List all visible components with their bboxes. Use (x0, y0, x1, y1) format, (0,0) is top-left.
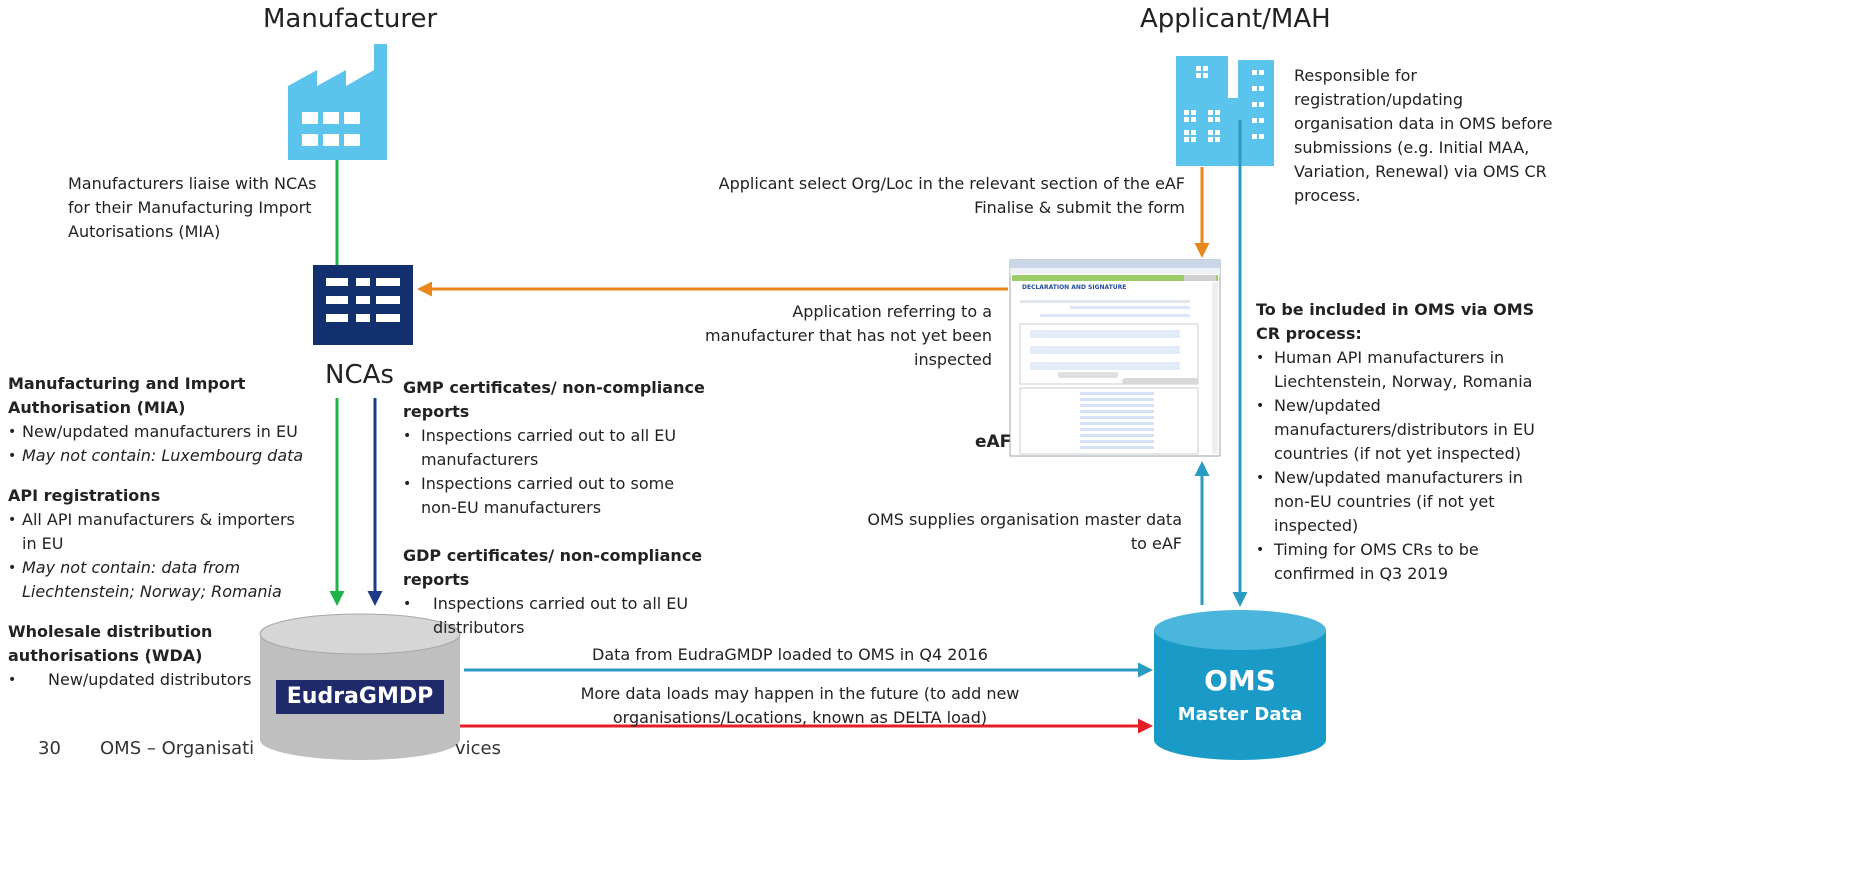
api-item-2: May not contain: data from Liechtenstein… (8, 556, 308, 604)
note-responsible: Responsible for registration/updating or… (1294, 66, 1553, 205)
eaf-section-title: DECLARATION AND SIGNATURE (1022, 284, 1127, 291)
left-panel: Manufacturing and Import Authorisation (… (8, 372, 308, 692)
header-manufacturer: Manufacturer (263, 4, 438, 34)
footer-text-right: vices (455, 738, 502, 759)
oms-cr-list: Human API manufacturers in Liechtenstein… (1256, 346, 1546, 586)
mia-item-2: May not contain: Luxembourg data (8, 444, 308, 468)
api-item-1: All API manufacturers & importers in EU (8, 508, 308, 556)
right-panel: To be included in OMS via OMS CR process… (1256, 298, 1546, 586)
eudragmdp-label: EudraGMDP (286, 684, 434, 709)
wda-title: Wholesale distribution authorisations (W… (8, 622, 213, 665)
oms-title: OMS (1204, 664, 1276, 697)
gdp-list: Inspections carried out to all EU distri… (403, 592, 713, 640)
label-application-ref: Application referring to a manufacturer … (705, 302, 992, 369)
oms-cr-item-2: New/updated manufacturers/distributors i… (1256, 394, 1546, 466)
api-list: All API manufacturers & importers in EU … (8, 508, 308, 604)
wda-item-1: New/updated distributors (8, 668, 308, 692)
gmp-item-2: Inspections carried out to some non-EU m… (403, 472, 713, 520)
office-buildings-icon (1176, 56, 1274, 166)
header-applicant: Applicant/MAH (1140, 4, 1331, 34)
ncas-label: NCAs (325, 360, 394, 390)
factory-icon (288, 44, 387, 160)
oms-cr-item-1: Human API manufacturers in Liechtenstein… (1256, 346, 1546, 394)
api-title: API registrations (8, 486, 161, 505)
eaf-label: eAF (975, 432, 1012, 452)
footer-text-left: OMS – Organisati (100, 738, 255, 759)
wda-list: New/updated distributors (8, 668, 308, 692)
oms-cr-item-3: New/updated manufacturers in non-EU coun… (1256, 466, 1546, 538)
ncas-building-icon (313, 265, 413, 345)
label-applicant-select-1: Applicant select Org/Loc in the relevant… (718, 174, 1185, 193)
gmp-item-1: Inspections carried out to all EU manufa… (403, 424, 713, 472)
mia-list: New/updated manufacturers in EU May not … (8, 420, 308, 468)
footer-page-number: 30 (38, 738, 61, 759)
note-mia-liaise: Manufacturers liaise with NCAs for their… (68, 174, 317, 241)
eaf-form-thumbnail (1009, 259, 1221, 457)
label-applicant-select-2: Finalise & submit the form (974, 198, 1185, 217)
mia-title: Manufacturing and Import Authorisation (… (8, 374, 246, 417)
oms-database (1154, 610, 1326, 760)
oms-cr-item-4: Timing for OMS CRs to be confirmed in Q3… (1256, 538, 1546, 586)
gmp-title: GMP certificates/ non-compliance reports (403, 378, 705, 421)
mia-item-1: New/updated manufacturers in EU (8, 420, 308, 444)
label-more-loads: More data loads may happen in the future… (580, 684, 1020, 727)
label-oms-supplies: OMS supplies organisation master data to… (867, 510, 1182, 553)
gdp-title: GDP certificates/ non-compliance reports (403, 546, 703, 589)
oms-cr-title: To be included in OMS via OMS CR process… (1256, 300, 1535, 343)
middle-panel: GMP certificates/ non-compliance reports… (403, 376, 713, 640)
oms-subtitle: Master Data (1177, 704, 1303, 725)
label-data-loaded: Data from EudraGMDP loaded to OMS in Q4 … (592, 645, 988, 664)
gmp-list: Inspections carried out to all EU manufa… (403, 424, 713, 520)
gdp-item-1: Inspections carried out to all EU distri… (403, 592, 713, 640)
